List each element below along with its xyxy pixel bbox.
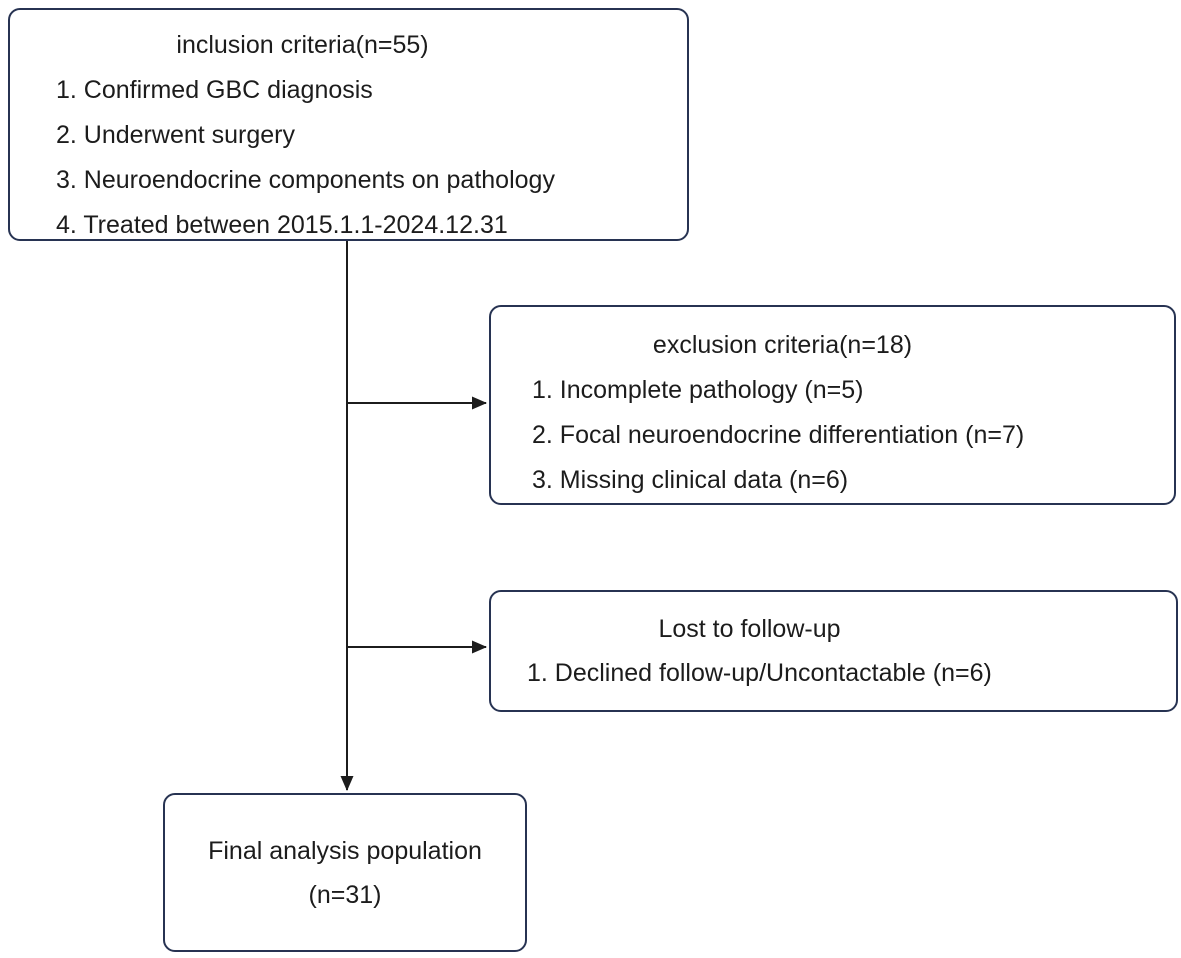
inclusion-criteria-item: 1. Confirmed GBC diagnosis bbox=[56, 76, 373, 104]
exclusion-criteria-item: 1. Incomplete pathology (n=5) bbox=[532, 376, 864, 404]
exclusion-criteria-title: exclusion criteria(n=18) bbox=[652, 331, 913, 359]
inclusion-criteria-item: 2. Underwent surgery bbox=[56, 121, 296, 149]
final-analysis-count: (n=31) bbox=[308, 880, 382, 909]
exclusion-criteria-item: 2. Focal neuroendocrine differentiation … bbox=[532, 421, 1025, 449]
lost-to-followup-item: 1. Declined follow-up/Uncontactable (n=6… bbox=[527, 659, 992, 687]
inclusion-criteria-item: 4. Treated between 2015.1.1-2024.12.31 bbox=[56, 211, 508, 239]
lost-to-followup-box: Lost to follow-up 1. Declined follow-up/… bbox=[489, 590, 1178, 712]
inclusion-criteria-item: 3. Neuroendocrine components on patholog… bbox=[56, 166, 555, 194]
inclusion-criteria-title: inclusion criteria(n=55) bbox=[176, 31, 429, 59]
exclusion-criteria-box: exclusion criteria(n=18) 1. Incomplete p… bbox=[489, 305, 1176, 505]
final-analysis-title: Final analysis population bbox=[208, 836, 482, 865]
inclusion-criteria-box: inclusion criteria(n=55) 1. Confirmed GB… bbox=[8, 8, 689, 241]
final-analysis-box: Final analysis population (n=31) bbox=[163, 793, 527, 952]
lost-to-followup-title: Lost to follow-up bbox=[658, 615, 841, 643]
exclusion-criteria-item: 3. Missing clinical data (n=6) bbox=[532, 466, 849, 494]
